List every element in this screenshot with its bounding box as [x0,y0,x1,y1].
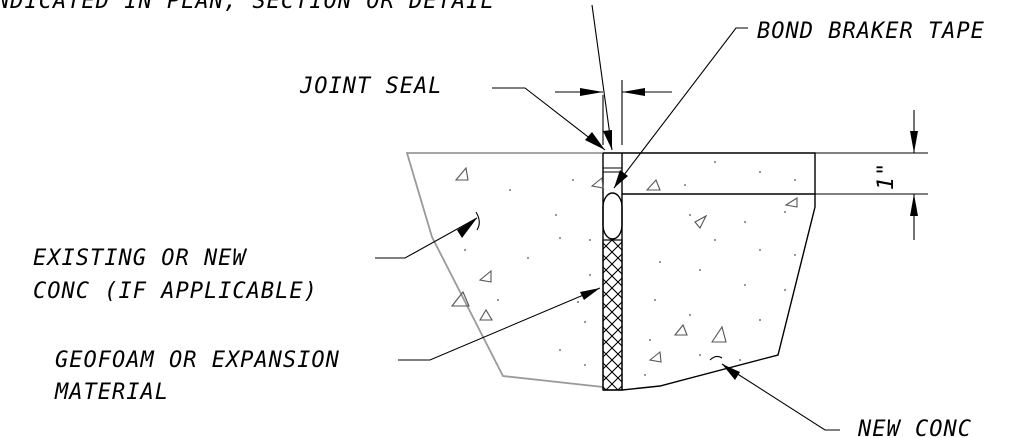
bond-breaker-label: BOND BRAKER TAPE [757,19,985,44]
depth-dimension: 1" [815,110,928,240]
top-note-leader [591,4,613,151]
geofoam-leader [398,287,601,361]
existing-concrete-label-line1: EXISTING OR NEW [33,246,247,271]
aggregate-triangles [450,166,798,363]
existing-concrete-leader [375,211,480,259]
joint-seal-leader [492,87,606,151]
geofoam-filler [602,239,623,391]
top-note-label: NDICATED IN PLAN, SECTION OR DETAIL [0,0,495,14]
joint-width-dimension [555,80,672,145]
new-concrete-leader [709,355,840,431]
new-concrete-outline [621,152,816,391]
joint-seal-label: JOINT SEAL [299,74,442,99]
geofoam-label-line2: MATERIAL [54,380,169,405]
bond-breaker-leader [613,27,748,189]
existing-concrete-label-line2: CONC (IF APPLICABLE) [33,279,318,304]
depth-dimension-text: 1" [874,162,899,191]
existing-concrete-outline [405,152,604,388]
new-concrete-label: NEW CONC [857,417,972,438]
backer-rod [602,192,623,240]
geofoam-label-line1: GEOFOAM OR EXPANSION [55,348,340,373]
aggregate-dots [464,161,796,376]
